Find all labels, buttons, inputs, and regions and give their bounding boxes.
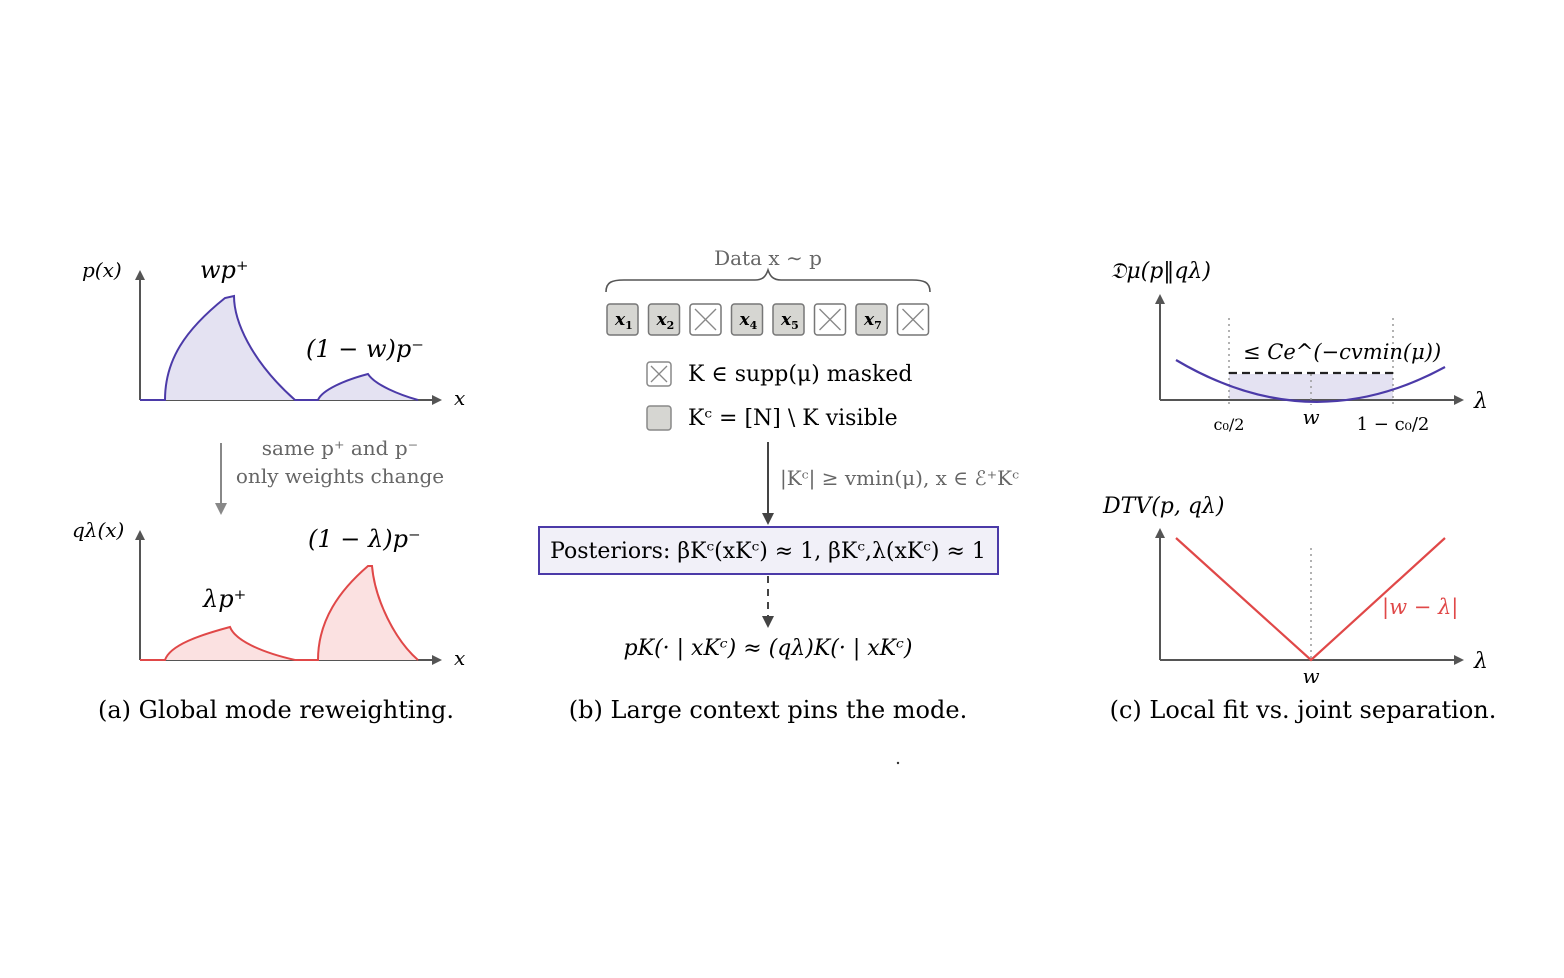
posteriors-box bbox=[538, 526, 999, 575]
legend-visible-swatch bbox=[646, 405, 672, 431]
token-masked bbox=[896, 303, 930, 336]
panel-a-top-density bbox=[140, 296, 418, 400]
posteriors-text: Posteriors: βKᶜ(xKᶜ) ≈ 1, βKᶜ,λ(xKᶜ) ≈ 1 bbox=[550, 539, 986, 564]
panel-b-result: pK(· | xKᶜ) ≈ (qλ)K(· | xKᶜ) bbox=[624, 636, 913, 661]
panel-a-bottom-mode1-label: λp⁺ bbox=[202, 585, 246, 613]
panel-c-bottom-curve-label: |w − λ| bbox=[1382, 595, 1458, 620]
panel-c-top-xlabel: λ bbox=[1473, 389, 1488, 414]
panel-c: 𝔇μ(p‖qλ) ≤ Ce^(−cvmin(μ)) λ c₀/2 w 1 − c… bbox=[1102, 259, 1496, 724]
panel-c-top-tick-mid: w bbox=[1302, 405, 1319, 429]
panel-a-caption: (a) Global mode reweighting. bbox=[98, 696, 454, 724]
panel-a-top-xlabel: x bbox=[454, 386, 465, 410]
panel-c-bottom-curve bbox=[1175, 537, 1446, 662]
panel-c-bottom-tick: w bbox=[1302, 664, 1319, 688]
token-masked bbox=[813, 303, 847, 336]
token-box bbox=[772, 303, 805, 336]
legend-masked-label: K ∈ supp(μ) masked bbox=[688, 362, 913, 387]
token-visible: x5 bbox=[772, 303, 805, 336]
panel-a-bottom-mode2-label: (1 − λ)p⁻ bbox=[308, 525, 421, 553]
token-visible: x7 bbox=[855, 303, 888, 336]
panel-b-condition: |Kᶜ| ≥ vmin(μ), x ∈ ℰ⁺Kᶜ bbox=[780, 466, 1019, 491]
legend-masked-x2 bbox=[650, 365, 668, 383]
panel-a-bottom-ylabel: qλ(x) bbox=[72, 518, 124, 542]
panel-c-bottom-xlabel: λ bbox=[1473, 649, 1488, 674]
panel-c-top-tick-left: c₀/2 bbox=[1214, 415, 1245, 434]
panel-a-top-ylabel: p(x) bbox=[82, 258, 122, 282]
panel-a-bottom-curve bbox=[140, 565, 419, 661]
panel-a-arrow-line2: only weights change bbox=[236, 464, 444, 488]
token-visible: x2 bbox=[647, 303, 681, 336]
token-mask-cross bbox=[902, 308, 924, 331]
token-box bbox=[647, 303, 681, 336]
panel-b-brace bbox=[605, 267, 931, 293]
stray-dot bbox=[896, 761, 900, 765]
panel-c-caption: (c) Local fit vs. joint separation. bbox=[1110, 696, 1497, 724]
panel-c-bottom-ylabel: DTV(p, qλ) bbox=[1102, 494, 1224, 519]
token-box bbox=[606, 303, 639, 336]
panel-c-top-ylabel: 𝔇μ(p‖qλ) bbox=[1110, 259, 1211, 284]
panel-c-top-curve bbox=[1175, 359, 1446, 403]
token-box bbox=[855, 303, 888, 336]
panel-a-top-mode2-label: (1 − w)p⁻ bbox=[306, 335, 424, 363]
token-visible: x1 bbox=[606, 303, 639, 336]
legend-visible-label: Kᶜ = [N] \ K visible bbox=[688, 406, 898, 431]
panel-a-top-mode1-label: wp⁺ bbox=[200, 256, 249, 284]
panel-a-arrow-line1: same p⁺ and p⁻ bbox=[262, 436, 418, 460]
token-masked bbox=[689, 303, 722, 336]
panel-a-top-curve bbox=[140, 294, 419, 401]
panel-c-top-bound: ≤ Ce^(−cvmin(μ)) bbox=[1243, 340, 1441, 364]
token-mask-cross bbox=[819, 308, 841, 331]
panel-c-top-tick-right: 1 − c₀/2 bbox=[1357, 414, 1430, 435]
token-box bbox=[730, 303, 764, 336]
token-mask-cross bbox=[694, 308, 717, 331]
panel-a-bottom-density bbox=[140, 566, 418, 660]
panel-a-bottom-xlabel: x bbox=[454, 646, 465, 670]
token-visible: x4 bbox=[730, 303, 764, 336]
panel-a: p(x) wp⁺ (1 − w)p⁻ x same p⁺ and p⁻ only… bbox=[72, 256, 465, 724]
panel-b-data-label: Data x ∼ p bbox=[714, 246, 822, 270]
panel-b-caption: (b) Large context pins the mode. bbox=[569, 696, 967, 724]
